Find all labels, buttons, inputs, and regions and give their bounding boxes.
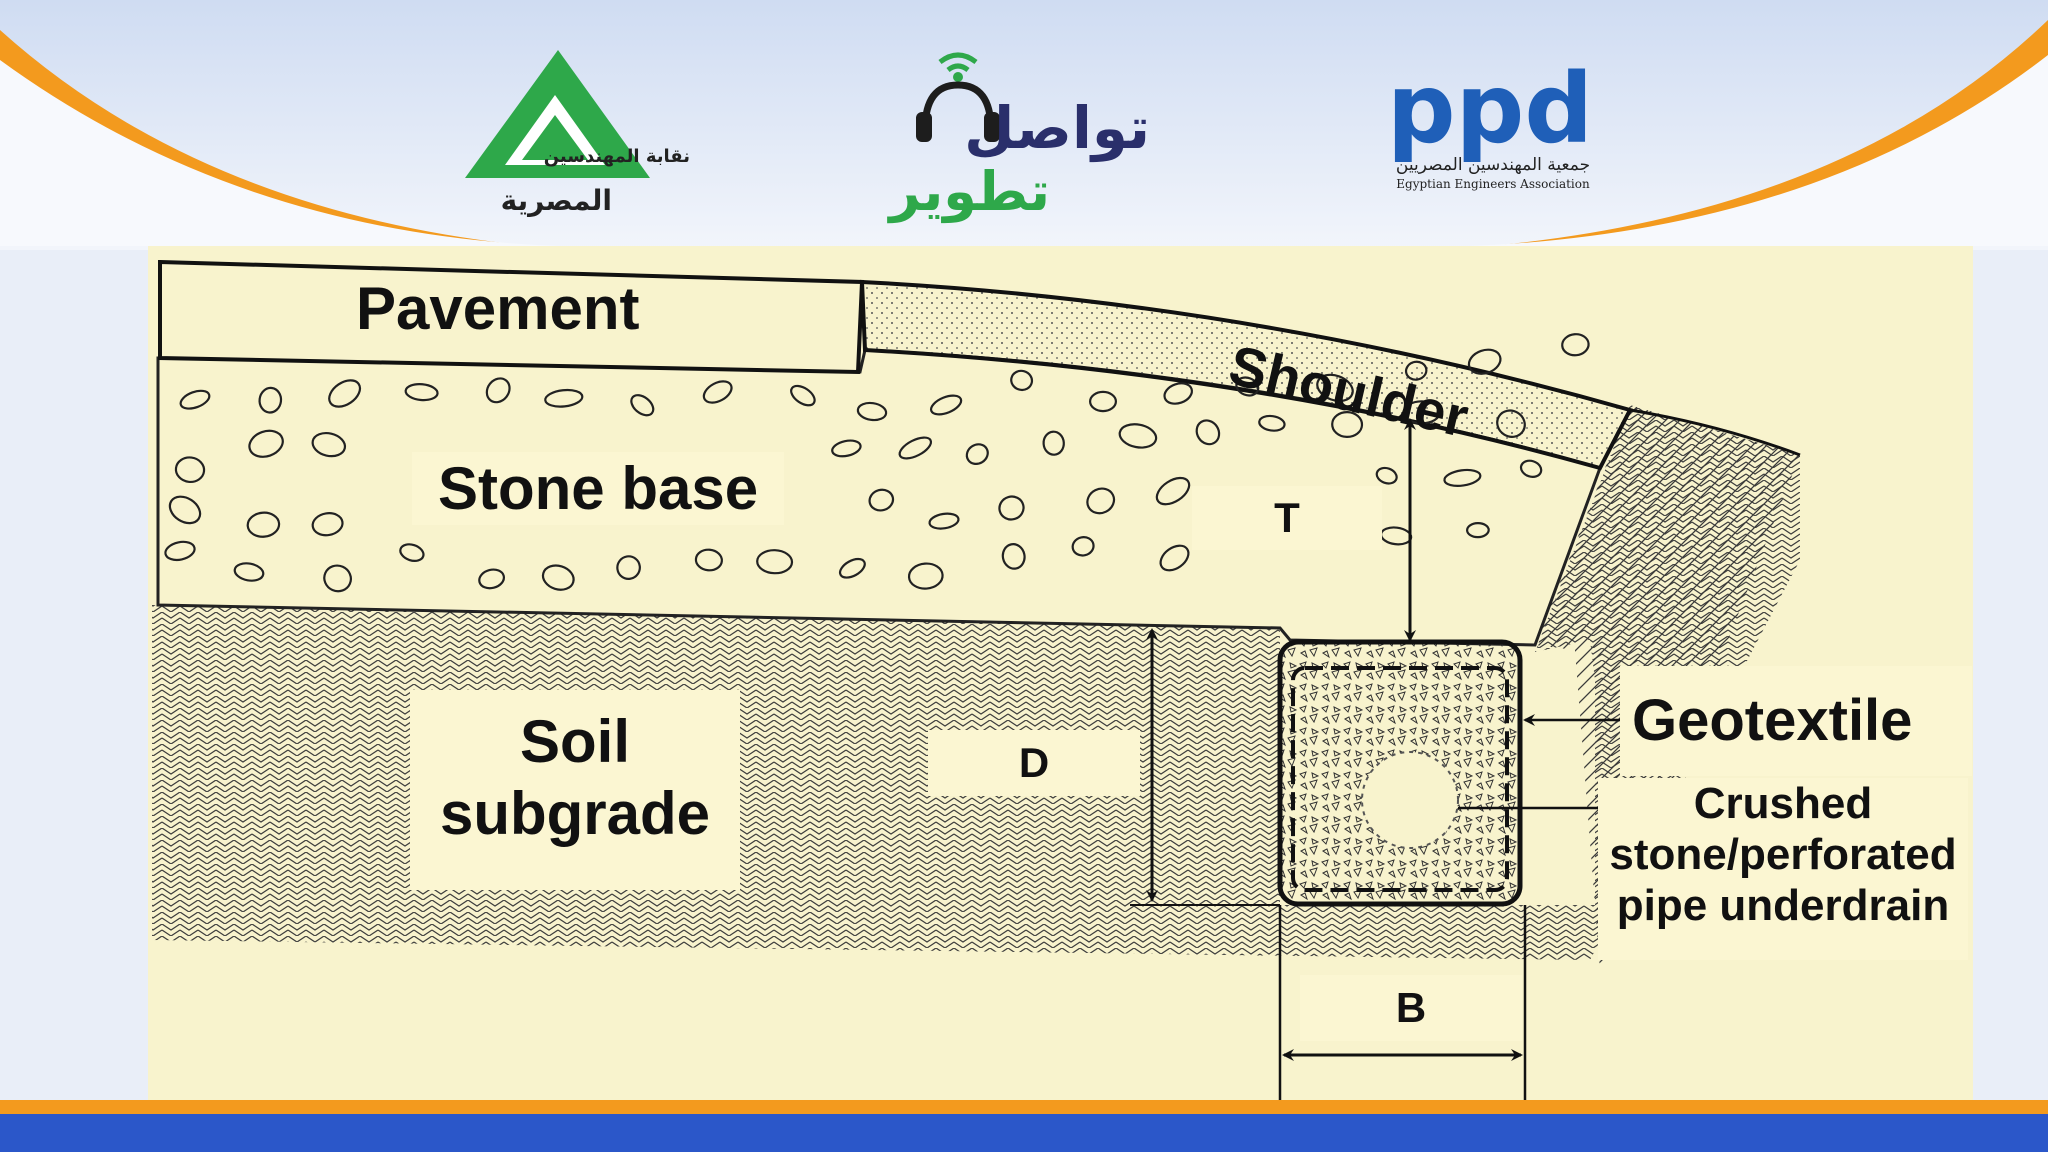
stone-particle: [1496, 409, 1526, 438]
engineers-syndicate-logo: نقابة المهندسين المصرية: [465, 50, 690, 217]
stone-particle: [1155, 476, 1191, 506]
logo-center-line1: تواصل: [964, 94, 1150, 163]
tawasol-tatweer-logo: تواصل تطوير: [886, 52, 1150, 223]
shoulder-layer: [859, 279, 1633, 471]
pavement-label: Pavement: [356, 275, 640, 342]
stone-particle: [1404, 360, 1428, 381]
stone-particle: [541, 564, 575, 591]
underdrain-line1: Crushed: [1693, 779, 1873, 828]
logo-right-ar: جمعية المهندسين المصريين: [1396, 155, 1590, 175]
soil-label-line2: subgrade: [439, 780, 711, 847]
stone-particle: [1443, 468, 1482, 487]
stone-particle: [630, 394, 655, 417]
bottom-orange-bar: [0, 1100, 2048, 1114]
geotextile-label: Geotextile: [1620, 666, 1972, 776]
stone-particle: [702, 380, 733, 404]
banner-white-arc-right: [1470, 55, 2048, 246]
stone-particle: [485, 377, 511, 404]
stone-particle: [1466, 521, 1490, 539]
underdrain-label: Crushed stone/perforated pipe underdrain: [1598, 778, 1968, 960]
egyptian-engineers-association-logo: ppd جمعية المهندسين المصريين Egyptian En…: [1387, 53, 1593, 191]
dimension-t-label: T: [1192, 486, 1382, 550]
stone-particle: [1163, 382, 1193, 405]
stone-aggregate-group: [164, 333, 1590, 593]
underdrain-line3: pipe underdrain: [1616, 881, 1950, 930]
stone-particle: [694, 548, 723, 572]
signal-icon: [938, 52, 978, 73]
logo-right-en: Egyptian Engineers Association: [1396, 177, 1590, 191]
soil-label-line1: Soil: [519, 708, 630, 775]
stone-particle: [311, 512, 344, 537]
soil-subgrade-label: Soil subgrade: [410, 690, 740, 890]
stone-particle: [1402, 400, 1442, 425]
stone-particle: [258, 386, 283, 414]
stone-particle: [233, 562, 265, 582]
stone-particle: [1001, 543, 1026, 570]
logo-left-line1: نقابة المهندسين: [544, 146, 690, 167]
geotextile-wrap: [1291, 666, 1509, 892]
stone-particle: [1118, 423, 1158, 449]
stone-particle: [929, 394, 963, 416]
stone-particle: [1467, 348, 1502, 375]
headset-icon: [921, 81, 995, 131]
stone-particle: [1042, 430, 1065, 456]
stone-particle: [1159, 544, 1190, 572]
stone-particle: [790, 384, 816, 407]
stone-base-label: Stone base: [412, 452, 785, 525]
stone-particle: [1195, 419, 1221, 446]
logo-center-line2: تطوير: [886, 160, 1050, 223]
logo-left-line2: المصرية: [501, 184, 612, 217]
stone-particle: [1088, 390, 1117, 413]
stone-particle: [907, 562, 944, 590]
stone-particle: [399, 543, 425, 562]
stone-particle: [404, 383, 439, 402]
stone-particle: [1375, 466, 1398, 485]
stone-particle: [831, 439, 862, 458]
stone-particle: [1010, 369, 1034, 392]
stone-particle: [246, 511, 281, 538]
stone-particle: [1316, 373, 1354, 403]
underdrain-line2: stone/perforated: [1609, 830, 1957, 879]
stone-particle: [478, 568, 506, 590]
stone-particle: [164, 540, 196, 562]
stone-particle: [856, 401, 888, 422]
stone-particle: [311, 431, 347, 458]
stone-particle: [328, 379, 362, 408]
stone-particle: [838, 557, 866, 579]
stone-particle: [898, 436, 933, 460]
bottom-blue-bar: [0, 1114, 2048, 1152]
stone-particle: [1561, 333, 1590, 357]
stone-particle: [1071, 536, 1095, 557]
perforated-pipe: [1361, 751, 1459, 849]
stone-particle: [174, 456, 206, 484]
stone-particle: [1235, 376, 1260, 397]
stone-particle: [928, 512, 960, 530]
stone-particle: [179, 389, 211, 410]
dimension-b-label: B: [1300, 975, 1522, 1041]
stone-particle: [168, 495, 202, 525]
dimension-d-label: D: [928, 730, 1140, 796]
stone-particle: [544, 388, 584, 408]
pavement-slab: [158, 259, 865, 375]
stone-particle: [965, 443, 989, 465]
stone-particle: [323, 564, 352, 593]
stone-particle: [756, 549, 794, 575]
stone-particle: [1258, 414, 1286, 432]
stone-particle: [868, 488, 895, 512]
stone-particle: [248, 429, 284, 458]
stone-particle: [616, 555, 641, 580]
stone-particle: [1086, 487, 1116, 515]
stone-particle: [1331, 410, 1364, 439]
stone-particle: [998, 495, 1025, 521]
stone-particle: [1519, 459, 1543, 478]
banner-white-arc: [0, 60, 560, 246]
logo-right-text: ppd: [1387, 53, 1593, 165]
